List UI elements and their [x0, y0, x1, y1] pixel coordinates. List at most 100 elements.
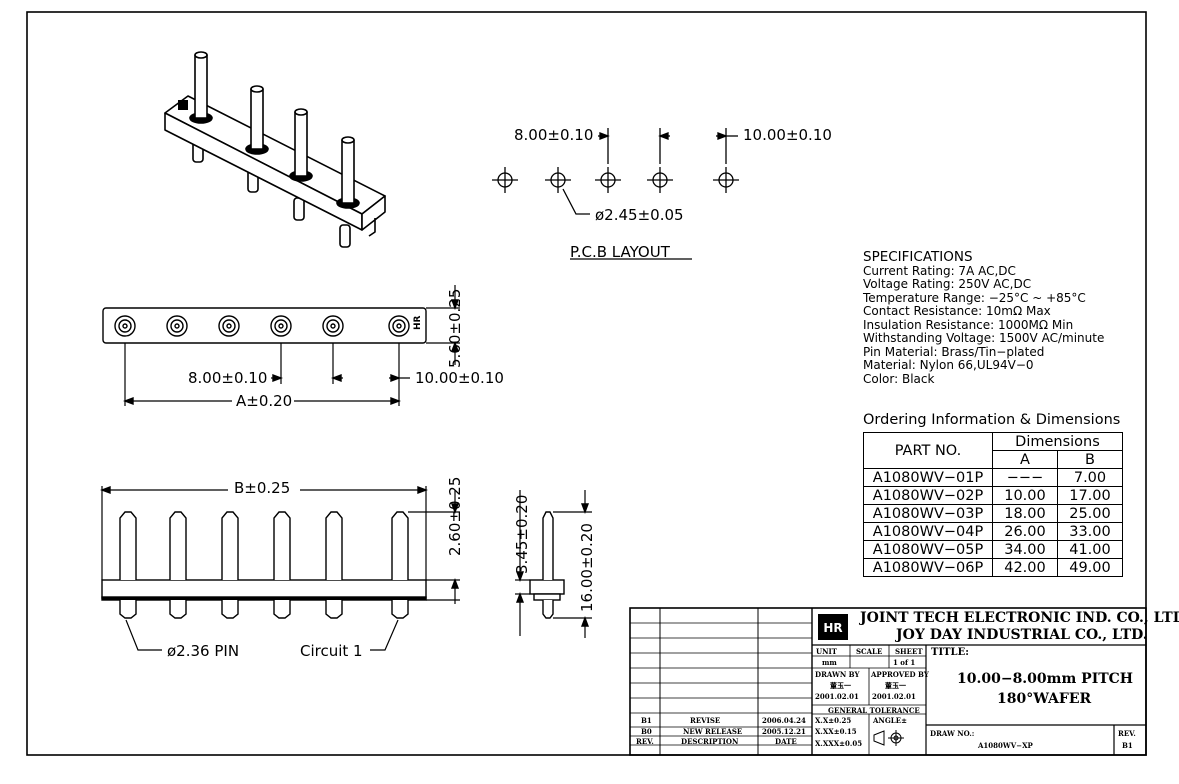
- unit-label: UNIT: [816, 647, 837, 656]
- col-dims-header: Dimensions: [992, 432, 1123, 451]
- approved-by-name: 董玉一: [885, 681, 906, 690]
- pcb-layout-title: P.C.B LAYOUT: [570, 243, 670, 261]
- company-logo: HR: [818, 614, 848, 640]
- top-pin: [114, 315, 136, 337]
- drawing-no: A1080WV−XP: [978, 741, 1033, 750]
- front-pin: [273, 511, 291, 619]
- cell-part: A1080WV−03P: [863, 504, 993, 523]
- front-dim-pin: ø2.36 PIN: [167, 642, 240, 660]
- front-pin: [169, 511, 187, 619]
- pcb-hole: [545, 167, 571, 193]
- pcb-dim-pitch-10: 10.00±0.10: [743, 126, 832, 144]
- specifications-title: SPECIFICATIONS: [863, 249, 973, 265]
- drawn-by-name: 董玉一: [830, 681, 851, 690]
- revision-date: 2005.12.21: [762, 727, 806, 736]
- rev-header: REV.: [636, 737, 654, 746]
- angle-label: ANGLE±: [873, 716, 907, 725]
- revision-desc: NEW RELEASE: [683, 727, 743, 736]
- front-view: [100, 485, 460, 651]
- top-dim-height: 5.60±0.25: [446, 288, 464, 368]
- cell-b: 7.00: [1057, 468, 1123, 487]
- pcb-hole: [595, 167, 621, 193]
- cell-a: −−−: [992, 468, 1058, 487]
- cell-b: 33.00: [1057, 522, 1123, 541]
- date-header: DATE: [775, 737, 797, 746]
- top-pin: [166, 315, 188, 337]
- ordering-table: PART NO. Dimensions A B A1080WV−01P−−−7.…: [863, 432, 1123, 577]
- rev-value: B1: [1122, 741, 1133, 750]
- scale-label: SCALE: [856, 647, 883, 656]
- revision-rev: B0: [641, 727, 652, 736]
- pcb-hole: [492, 167, 518, 193]
- approved-by-label: APPROVED BY: [871, 670, 929, 679]
- drawn-by-label: DRAWN BY: [815, 670, 860, 679]
- sheet-border: [26, 11, 1147, 756]
- side-dim-1600: 16.00±0.20: [578, 523, 596, 612]
- top-pin: [388, 315, 410, 337]
- cell-b: 41.00: [1057, 540, 1123, 559]
- tolerance-2: X.XX±0.15: [815, 727, 857, 736]
- description-header: DESCRIPTION: [681, 737, 739, 746]
- pcb-hole: [713, 167, 739, 193]
- spec-line: Withstanding Voltage: 1500V AC/minute: [863, 331, 1105, 345]
- spec-line: Temperature Range: −25°C ~ +85°C: [863, 290, 1086, 305]
- top-pin: [218, 315, 240, 337]
- cell-b: 17.00: [1057, 486, 1123, 505]
- sheet-value: 1 of 1: [893, 658, 916, 667]
- pcb-hole: [647, 167, 673, 193]
- tolerance-3: X.XXX±0.05: [815, 739, 863, 748]
- hr-marking: HR: [413, 315, 423, 330]
- front-pin: [221, 511, 239, 619]
- revision-date: 2006.04.24: [762, 716, 806, 725]
- revision-desc: REVISE: [690, 716, 721, 725]
- tolerance-1: X.X±0.25: [815, 716, 852, 725]
- drawing-no-label: DRAW NO.:: [930, 729, 975, 738]
- spec-line: Voltage Rating: 250V AC,DC: [863, 277, 1032, 291]
- cell-part: A1080WV−02P: [863, 486, 993, 505]
- table-row: A1080WV−01P−−−7.00: [863, 468, 1123, 487]
- spec-line: Color: Black: [863, 371, 935, 386]
- drawing-title-line2: 180°WAFER: [997, 691, 1092, 707]
- col-b-header: B: [1057, 450, 1123, 469]
- top-dim-pitch-8: 8.00±0.10: [188, 369, 268, 387]
- spec-line: Pin Material: Brass/Tin−plated: [863, 344, 1045, 359]
- cell-a: 34.00: [992, 540, 1058, 559]
- spec-line: Material: Nylon 66,UL94V−0: [863, 358, 1034, 372]
- col-a-header: A: [992, 450, 1058, 469]
- top-pin: [322, 315, 344, 337]
- cell-part: A1080WV−04P: [863, 522, 993, 541]
- drawn-date: 2001.02.01: [815, 692, 859, 701]
- pcb-layout: [492, 128, 739, 260]
- cell-part: A1080WV−05P: [863, 540, 993, 559]
- title-label: TITLE:: [931, 647, 969, 658]
- circuit-1-label: Circuit 1: [300, 642, 363, 660]
- side-dim-345: 3.45±0.20: [513, 494, 531, 574]
- drawing-title-line1: 10.00−8.00mm PITCH: [957, 671, 1134, 687]
- approved-date: 2001.02.01: [872, 692, 916, 701]
- spec-line: Contact Resistance: 10mΩ Max: [863, 304, 1051, 318]
- front-dim-top: 2.60±0.25: [446, 476, 464, 556]
- title-block-lines: [629, 607, 1147, 756]
- top-dim-a: A±0.20: [236, 392, 293, 410]
- front-dim-b: B±0.25: [234, 479, 291, 497]
- cell-a: 10.00: [992, 486, 1058, 505]
- side-view: [515, 490, 592, 638]
- cell-b: 49.00: [1057, 558, 1123, 577]
- top-pin: [270, 315, 292, 337]
- front-pin: [119, 511, 137, 619]
- cell-b: 25.00: [1057, 504, 1123, 523]
- sheet-label: SHEET: [895, 647, 923, 656]
- pcb-dim-hole: ø2.45±0.05: [595, 206, 684, 224]
- pcb-dim-pitch-8: 8.00±0.10: [514, 126, 594, 144]
- svg-text:HR: HR: [823, 621, 842, 635]
- general-tolerance: GENERAL TOLERANCE: [828, 706, 920, 715]
- cell-a: 18.00: [992, 504, 1058, 523]
- top-dim-pitch-10: 10.00±0.10: [415, 369, 504, 387]
- projection-symbol-icon: [873, 730, 904, 746]
